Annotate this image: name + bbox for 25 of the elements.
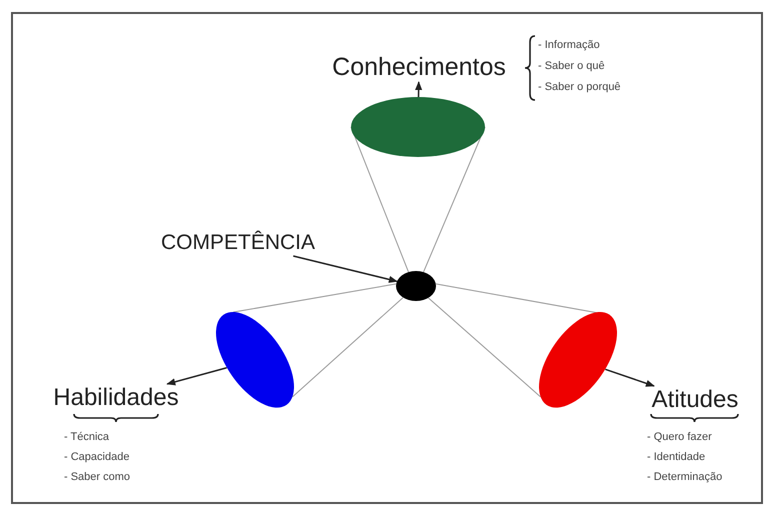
center-dot <box>396 271 436 301</box>
node-label: COMPETÊNCIA <box>160 230 316 256</box>
connector-line <box>423 126 486 273</box>
list-item: - Identidade <box>647 451 706 464</box>
list-item: - Técnica <box>64 431 110 444</box>
list-item: - Determinação <box>647 471 722 484</box>
connector-line <box>292 297 404 398</box>
connector-line <box>428 297 541 398</box>
ellipse-shape <box>351 97 485 157</box>
arrow <box>293 255 398 283</box>
list-item: - Quero fazer <box>647 431 712 444</box>
node-label: Habilidades <box>52 384 180 412</box>
ellipse-shape <box>216 312 294 408</box>
list-item: - Saber como <box>64 471 130 484</box>
ellipse-shape <box>538 312 617 408</box>
node-label: Conhecimentos <box>331 52 507 82</box>
arrow <box>605 368 655 387</box>
connector-line <box>232 283 397 313</box>
arrow <box>415 81 422 98</box>
list-item: - Capacidade <box>64 451 130 464</box>
list-item: - Saber o porquê <box>538 81 621 94</box>
arrow <box>166 367 227 386</box>
node-label: Atitudes <box>650 386 740 414</box>
list-item: - Informação <box>538 39 600 52</box>
list-item: - Saber o quê <box>538 60 605 73</box>
